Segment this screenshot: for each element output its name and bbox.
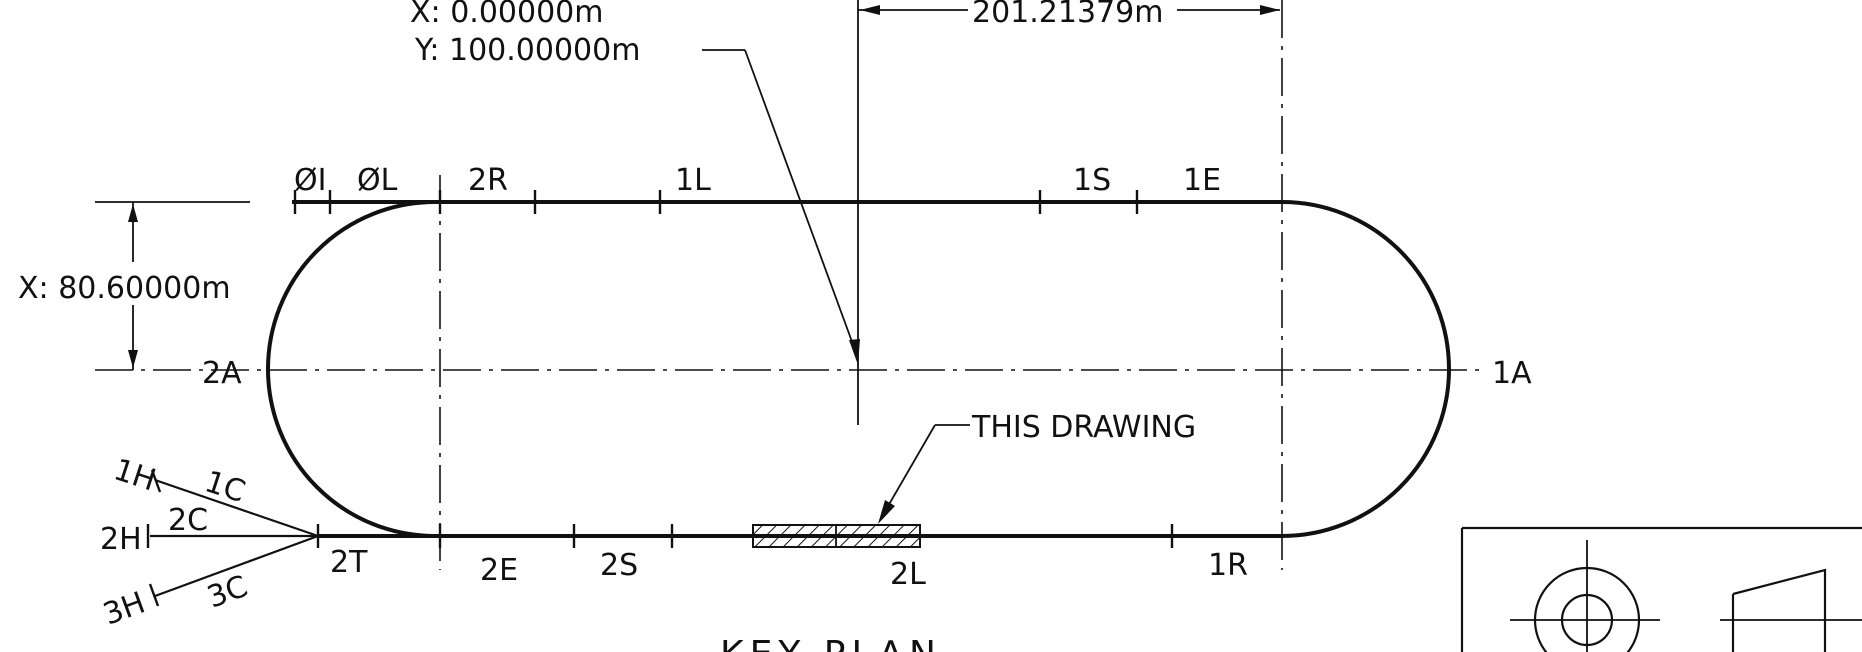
label-2A: 2A bbox=[202, 356, 242, 391]
label-2T: 2T bbox=[330, 545, 368, 580]
label-1H: 1H bbox=[110, 452, 160, 498]
dimensions bbox=[95, 5, 1280, 370]
label-0L: ØL bbox=[357, 163, 398, 198]
label-2C: 2C bbox=[168, 503, 208, 538]
label-1A: 1A bbox=[1492, 356, 1532, 391]
annotations: X: 0.00000m Y: 100.00000m 201.21379m X: … bbox=[18, 0, 1532, 652]
label-2H: 2H bbox=[100, 522, 142, 557]
arrowhead-this-drawing bbox=[878, 500, 895, 524]
this-drawing-label: THIS DRAWING bbox=[971, 410, 1196, 445]
arrowhead-up bbox=[128, 204, 138, 222]
label-01: ØI bbox=[294, 163, 326, 198]
label-1R: 1R bbox=[1208, 548, 1248, 583]
label-2S: 2S bbox=[600, 548, 638, 583]
title-block-fragment bbox=[1460, 526, 1862, 652]
arrowhead-left bbox=[860, 5, 880, 15]
arrowhead-right bbox=[1260, 5, 1280, 15]
arrowhead-leader bbox=[849, 339, 860, 365]
this-drawing-marker bbox=[752, 424, 970, 548]
label-1L: 1L bbox=[675, 163, 711, 198]
label-2E: 2E bbox=[480, 553, 518, 588]
arrowhead-down bbox=[128, 350, 138, 368]
top-ticks bbox=[293, 190, 1139, 214]
height-dimension-label: X: 80.60000m bbox=[18, 271, 231, 306]
label-1S: 1S bbox=[1073, 163, 1111, 198]
key-plan-title: KEY PLAN bbox=[720, 634, 942, 652]
x-coordinate-label: X: 0.00000m bbox=[410, 0, 603, 30]
width-dimension-label: 201.21379m bbox=[972, 0, 1163, 30]
branch-lines bbox=[146, 469, 319, 607]
label-1E: 1E bbox=[1183, 163, 1221, 198]
label-2L: 2L bbox=[890, 557, 926, 592]
label-3H: 3H bbox=[99, 585, 150, 632]
projection-symbol-frustum bbox=[1731, 568, 1827, 652]
center-lines bbox=[95, 0, 1480, 570]
label-2R: 2R bbox=[468, 163, 508, 198]
y-coordinate-label: Y: 100.00000m bbox=[414, 33, 640, 68]
